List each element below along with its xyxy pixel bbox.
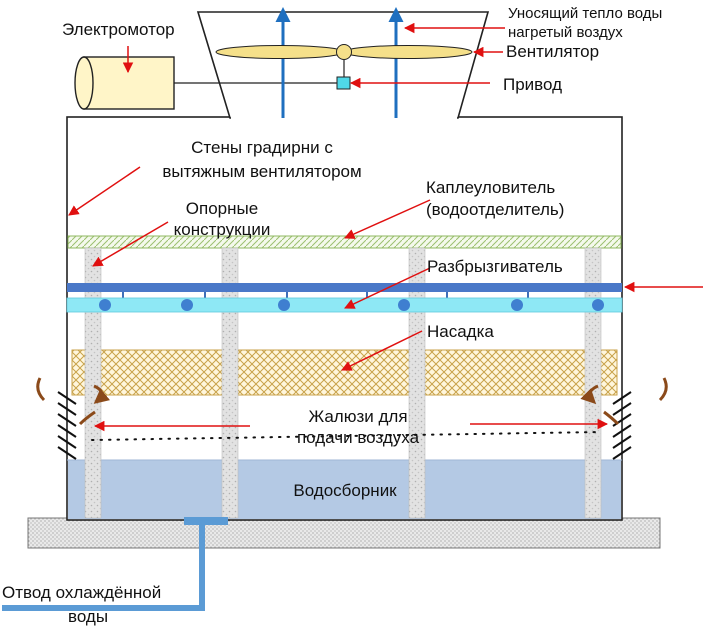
label-sprayer: Разбрызгиватель	[427, 257, 563, 276]
label-louvers-line2: подачи воздуха	[297, 428, 420, 447]
support-column	[84, 247, 102, 519]
label-fill: Насадка	[427, 322, 494, 341]
spray-nozzles	[99, 299, 604, 311]
distribution-pipe	[67, 283, 622, 292]
arrow-walls	[68, 166, 141, 216]
label-supports-line2: конструкции	[174, 220, 271, 239]
label-drive: Привод	[503, 75, 562, 94]
support-column	[408, 247, 426, 519]
support-column	[584, 247, 602, 519]
drift-eliminator	[67, 235, 622, 249]
spray-nozzle	[278, 299, 290, 311]
annotation-arrows	[68, 22, 703, 432]
label-outlet-line2: воды	[68, 607, 108, 626]
ground-slab	[27, 517, 661, 549]
label-walls-line1: Стены градирни с	[191, 138, 333, 157]
tower-wall	[66, 116, 623, 521]
arrow-supports	[92, 221, 169, 267]
water-basin	[68, 460, 621, 519]
drive-gearbox	[336, 76, 351, 90]
arrow-fill	[341, 330, 423, 371]
spray-nozzle	[99, 299, 111, 311]
fan-blade	[343, 45, 473, 59]
arrow-sprayer	[344, 267, 431, 309]
support-column	[221, 247, 239, 519]
label-outlet-line1: Отвод охлаждённой	[2, 583, 161, 602]
air-swirl-arrows	[36, 377, 668, 426]
arrow-eliminator	[344, 199, 431, 239]
spray-nozzle	[511, 299, 523, 311]
fan-blade	[215, 45, 345, 59]
louvers-left	[57, 391, 77, 460]
label-eliminator-line1: Каплеуловитель	[426, 178, 555, 197]
label-fan: Вентилятор	[506, 42, 599, 61]
fill-media	[71, 349, 618, 396]
spray-nozzle	[181, 299, 193, 311]
spray-pipe	[66, 297, 623, 313]
airflow-dotted-line	[91, 431, 601, 441]
spray-nozzle	[592, 299, 604, 311]
label-eliminator-line2: (водоотделитель)	[426, 200, 564, 219]
label-exhaust-line2: нагретый воздух	[508, 24, 623, 41]
label-exhaust-line1: Уносящий тепло воды	[508, 5, 662, 22]
electric-motor	[74, 56, 175, 110]
label-motor: Электромотор	[62, 20, 175, 39]
label-walls-line2: вытяжным вентилятором	[162, 162, 361, 181]
label-basin: Водосборник	[293, 481, 397, 500]
label-supports-line1: Опорные	[186, 199, 258, 218]
label-louvers-line1: Жалюзи для	[308, 407, 407, 426]
fan-hub	[336, 44, 352, 60]
fan	[215, 44, 473, 90]
outlet-pipe	[2, 517, 228, 611]
spray-nozzle	[398, 299, 410, 311]
